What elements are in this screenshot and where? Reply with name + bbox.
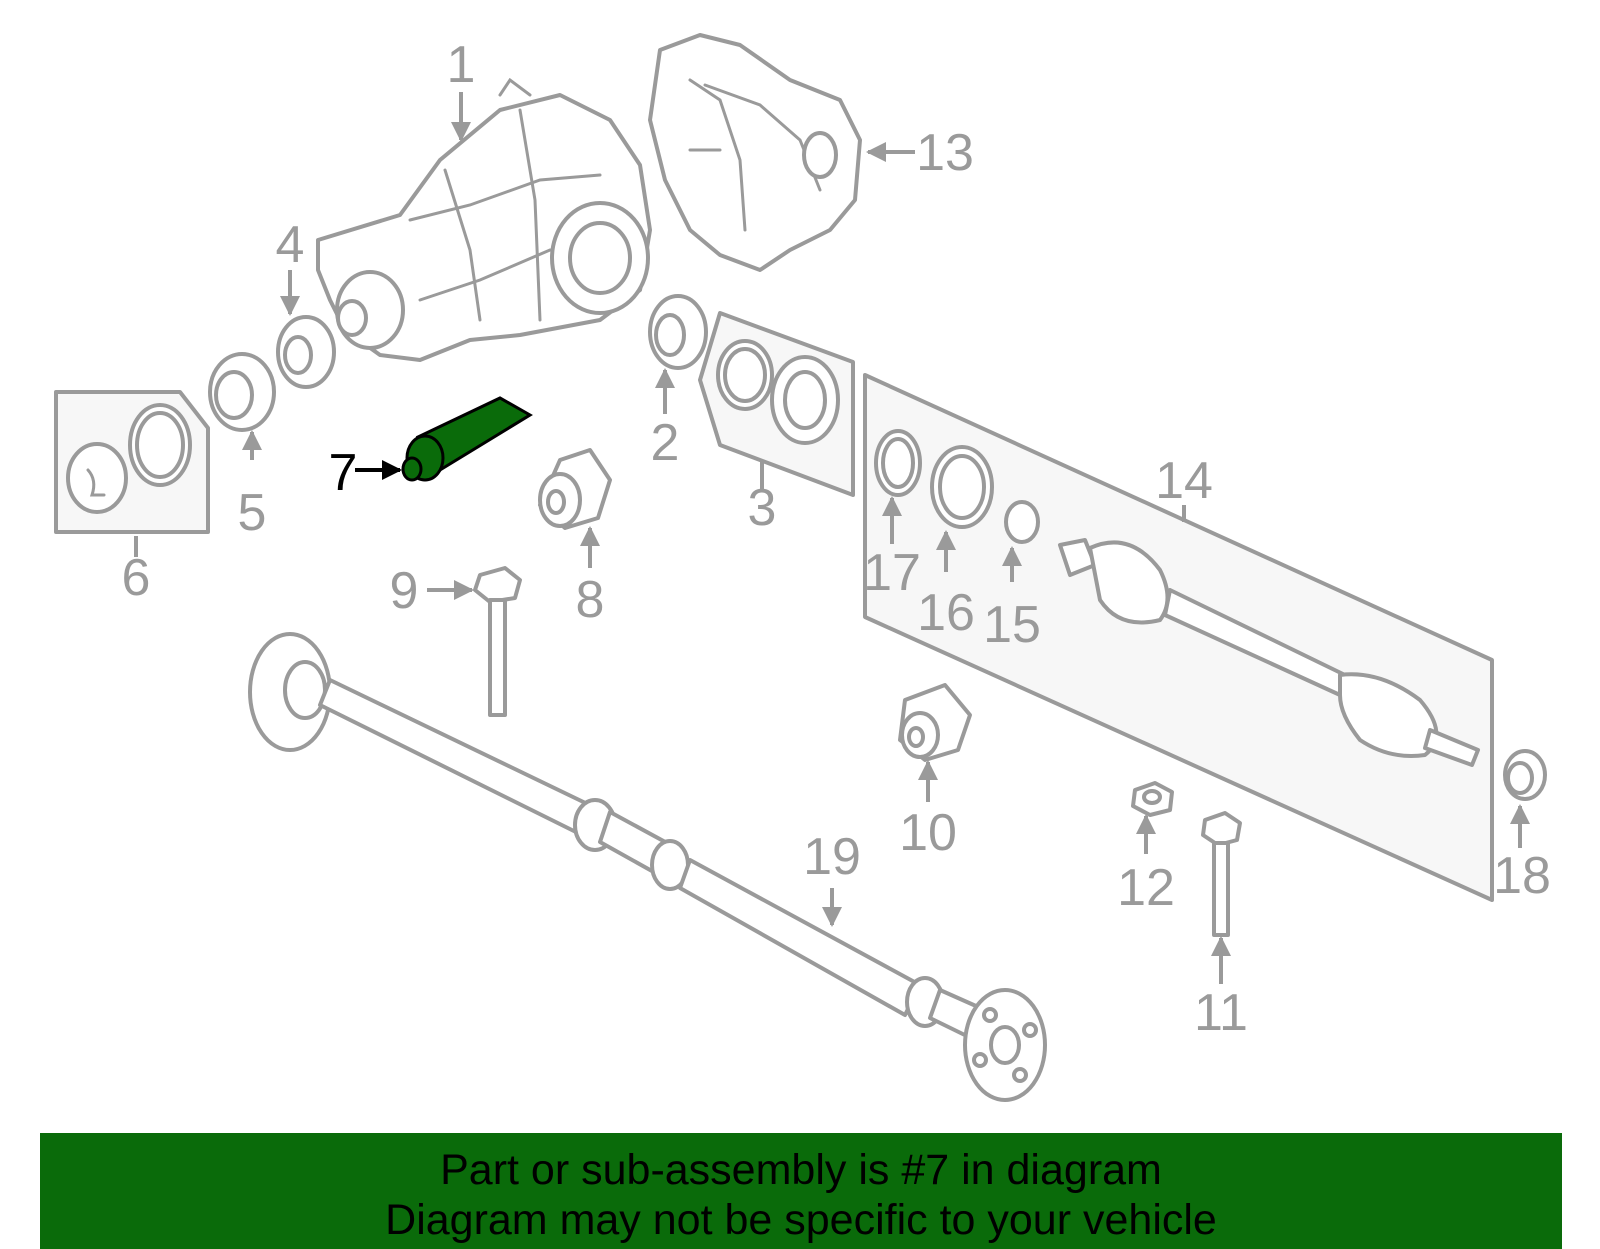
part-9-bolt bbox=[473, 566, 522, 717]
part-4-seal bbox=[276, 315, 336, 389]
part-7-highlighted-tube[interactable] bbox=[401, 396, 533, 482]
part-5-seal bbox=[208, 352, 276, 432]
part-11-bolt bbox=[1201, 811, 1242, 937]
part-1-differential-housing bbox=[316, 77, 652, 362]
callout-16: 16 bbox=[917, 584, 975, 642]
callout-6: 6 bbox=[122, 549, 151, 607]
part-18-cap bbox=[1503, 749, 1547, 801]
callout-18: 18 bbox=[1493, 847, 1551, 905]
callout-19: 19 bbox=[803, 828, 861, 886]
callout-17: 17 bbox=[863, 544, 921, 602]
part-2-seal bbox=[648, 294, 708, 370]
part-6-seal-kit bbox=[54, 390, 210, 534]
callout-7: 7 bbox=[329, 444, 358, 502]
part-3-seal-kit bbox=[698, 311, 855, 497]
callout-2: 2 bbox=[651, 414, 680, 472]
callout-9: 9 bbox=[390, 562, 419, 620]
callout-3: 3 bbox=[748, 479, 777, 537]
callout-14: 14 bbox=[1155, 452, 1213, 510]
part-13-differential-cover bbox=[648, 33, 862, 272]
banner-line-1: Part or sub-assembly is #7 in diagram bbox=[440, 1146, 1162, 1194]
info-banner: Part or sub-assembly is #7 in diagram Di… bbox=[40, 1133, 1562, 1249]
callout-10: 10 bbox=[899, 804, 957, 862]
callout-8: 8 bbox=[576, 571, 605, 629]
callout-4: 4 bbox=[276, 216, 305, 274]
callout-15: 15 bbox=[983, 596, 1041, 654]
part-12-nut bbox=[1131, 781, 1174, 817]
part-14-axle-shaft-assembly bbox=[863, 373, 1494, 902]
part-10-bushing bbox=[898, 683, 972, 762]
callout-5: 5 bbox=[238, 484, 267, 542]
banner-line-2: Diagram may not be specific to your vehi… bbox=[385, 1196, 1217, 1244]
callout-1: 1 bbox=[447, 36, 476, 94]
part-19-drive-shaft bbox=[248, 632, 1047, 1102]
callout-13: 13 bbox=[916, 124, 974, 182]
callout-12: 12 bbox=[1117, 859, 1175, 917]
callout-11: 11 bbox=[1194, 984, 1248, 1042]
part-8-bushing bbox=[538, 448, 612, 530]
